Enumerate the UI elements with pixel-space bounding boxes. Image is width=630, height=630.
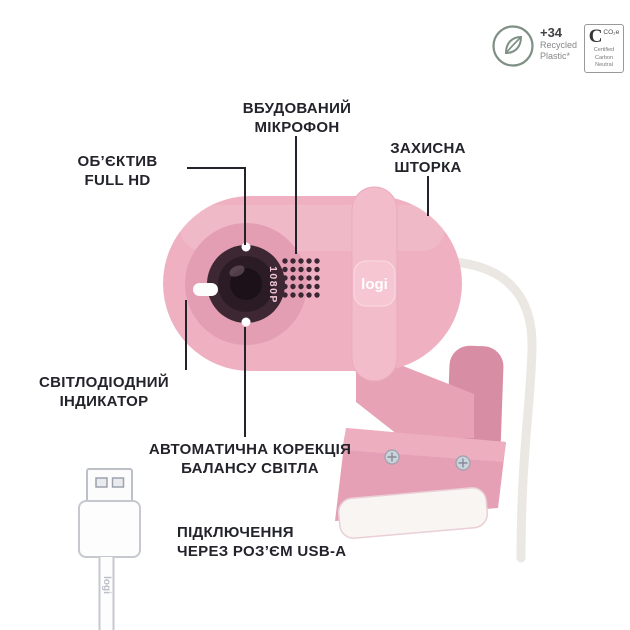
callout-line-microphone (295, 136, 297, 254)
usb-cable-outline (98, 557, 115, 630)
callout-white-balance-line2: БАЛАНСУ СВІТЛА (181, 460, 319, 477)
mount-pad (337, 487, 489, 539)
callout-usb-line2: ЧЕРЕЗ РОЗ’ЄМ USB-A (177, 543, 347, 560)
callout-line-lens-vertical (244, 167, 246, 245)
callout-microphone-line2: МІКРОФОН (254, 119, 340, 136)
recycled-plastic-text: +34 Recycled Plastic* (540, 24, 577, 62)
lens-core (230, 268, 262, 300)
microphone-grille (282, 258, 320, 298)
callout-shutter-line2: ШТОРКА (394, 159, 462, 176)
webcam-cable (450, 257, 537, 563)
callout-microphone: ВБУДОВАНИЙ МІКРОФОН (197, 99, 397, 137)
carbon-letter: C (588, 26, 603, 47)
carbon-neutral-badge: C CO₂e Certified Carbon Neutral (584, 24, 624, 73)
callout-lens-line2: FULL HD (84, 172, 151, 189)
callout-line-led (185, 300, 187, 370)
mount-base-top (342, 428, 506, 462)
callout-led-line2: ІНДИКАТОР (59, 393, 149, 410)
recycled-plastic-icon (492, 25, 534, 67)
callout-lens-line1: ОБ’ЄКТИВ (77, 153, 158, 170)
logi-logo-text: logi (361, 276, 388, 293)
callout-line-white-balance (244, 327, 246, 437)
lens-glint (229, 265, 245, 277)
callout-usb: ПІДКЛЮЧЕННЯ ЧЕРЕЗ РОЗ’ЄМ USB-A (177, 523, 362, 561)
lens-callout-dot (241, 242, 251, 252)
recycled-label-1: Recycled (539, 40, 577, 50)
callout-microphone-line1: ВБУДОВАНИЙ (242, 100, 352, 117)
resolution-label: 1080P (267, 266, 279, 304)
usb-contact-hole-right (111, 477, 125, 488)
recycled-label-2: Plastic* (539, 51, 570, 61)
callout-line-lens-horizontal (187, 167, 246, 169)
white-balance-callout-dot (241, 317, 251, 327)
led-indicator (193, 283, 218, 296)
callout-shutter: ЗАХИСНА ШТОРКА (369, 139, 487, 177)
callout-led-line1: СВІТЛОДІОДНИЙ (39, 374, 169, 391)
recycled-value: +34 (539, 25, 563, 40)
carbon-caption-2: Carbon Neutral (594, 55, 614, 68)
recycled-plastic-badge: +34 Recycled Plastic* (491, 24, 577, 68)
callout-line-shutter (427, 176, 429, 216)
carbon-mark: C CO₂e (587, 26, 621, 47)
usb-plug-body (78, 500, 141, 558)
callout-white-balance: АВТОМАТИЧНА КОРЕКЦІЯ БАЛАНСУ СВІТЛА (118, 440, 382, 478)
usb-contact-hole-left (95, 477, 108, 488)
callout-usb-line1: ПІДКЛЮЧЕННЯ (177, 524, 294, 541)
callout-white-balance-line1: АВТОМАТИЧНА КОРЕКЦІЯ (148, 441, 352, 458)
carbon-caption-1: Certified (593, 47, 615, 53)
usb-cable-fill (100, 557, 113, 630)
callout-shutter-line1: ЗАХИСНА (390, 140, 466, 157)
carbon-unit: CO₂e (603, 29, 620, 36)
screw-left (384, 449, 400, 465)
mount-neck (356, 364, 474, 438)
screw-right (455, 455, 471, 471)
eco-badges: +34 Recycled Plastic* C CO₂e Certified C… (491, 24, 624, 73)
callout-lens: ОБ’ЄКТИВ FULL HD (55, 152, 180, 190)
usb-plug: logi (78, 468, 141, 630)
logi-badge (353, 260, 396, 307)
usb-cable-logo: logi (101, 576, 112, 594)
callout-led: СВІТЛОДІОДНИЙ ІНДИКАТОР (20, 373, 188, 411)
